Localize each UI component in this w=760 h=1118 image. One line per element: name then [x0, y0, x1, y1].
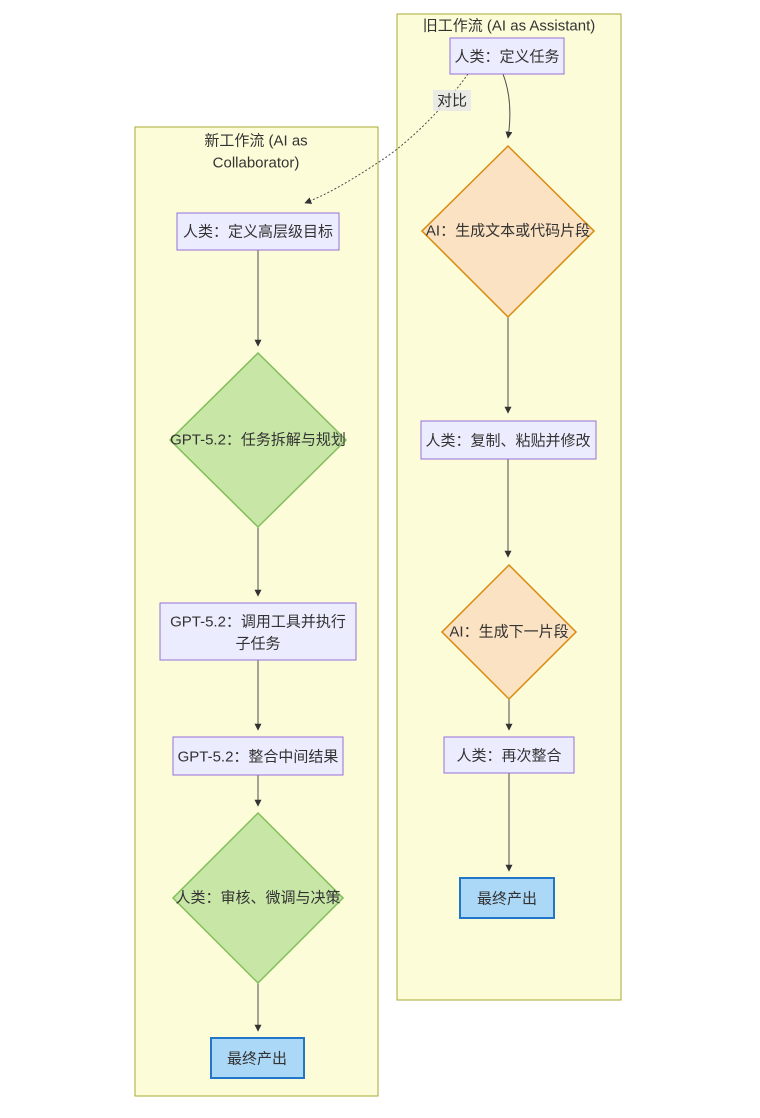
node-reintegrate-shape [443, 736, 575, 774]
node-generate-next-label: AI：生成下一片段 [449, 624, 568, 641]
node-decompose-plan-label: GPT-5.2：任务拆解与规划 [170, 432, 346, 449]
edge-comparison-dotted [304, 73, 469, 204]
node-final-output-old-shape [459, 877, 555, 919]
node-generate-snippet-shape [420, 144, 596, 319]
node-generate-next: AI：生成下一片段 [440, 563, 578, 701]
node-define-task: 人类：定义任务 [449, 37, 565, 75]
node-copy-paste-modify-shape [420, 420, 597, 460]
node-call-tools-shape [159, 602, 357, 661]
node-define-goal-shape [176, 212, 340, 251]
node-decompose-plan-shape [168, 351, 348, 529]
node-define-task-shape [449, 37, 565, 75]
new-workflow-title-line2: Collaborator) [213, 155, 300, 172]
node-decompose-plan: GPT-5.2：任务拆解与规划 [168, 351, 348, 529]
node-copy-paste-modify: 人类：复制、粘贴并修改 [420, 420, 597, 460]
node-final-output-old: 最终产出 [459, 877, 555, 919]
new-workflow-title-line1: 新工作流 (AI as [204, 133, 307, 150]
node-call-tools-label-line2: 子任务 [235, 636, 280, 653]
node-reintegrate: 人类：再次整合 [443, 736, 575, 774]
node-review-decide-shape [171, 811, 345, 985]
node-define-task-label: 人类：定义任务 [454, 49, 559, 66]
comparison-label-text: 对比 [437, 93, 467, 110]
node-define-goal: 人类：定义高层级目标 [176, 212, 340, 251]
node-integrate-results: GPT-5.2：整合中间结果 [172, 736, 344, 776]
node-call-tools: GPT-5.2：调用工具并执行 子任务 [159, 602, 357, 661]
node-final-output-new-shape [210, 1037, 305, 1079]
node-integrate-results-shape [172, 736, 344, 776]
comparison-label-bg [433, 90, 471, 111]
node-review-decide-label: 人类：审核、微调与决策 [175, 890, 340, 907]
node-copy-paste-modify-label: 人类：复制、粘贴并修改 [425, 432, 590, 450]
node-generate-snippet: AI：生成文本或代码片段 [420, 144, 596, 319]
node-final-output-new-label: 最终产出 [227, 1051, 287, 1068]
node-final-output-old-label: 最终产出 [477, 891, 537, 908]
edge-define-task-to-generate-snippet [502, 73, 513, 139]
comparison-edge-label: 对比 [433, 90, 471, 111]
node-integrate-results-label: GPT-5.2：整合中间结果 [178, 749, 339, 766]
old-workflow-title: 旧工作流 (AI as Assistant) [423, 18, 596, 35]
node-generate-next-shape [440, 563, 578, 701]
node-generate-snippet-label: AI：生成文本或代码片段 [426, 223, 590, 240]
node-review-decide: 人类：审核、微调与决策 [171, 811, 345, 985]
node-call-tools-label-line1: GPT-5.2：调用工具并执行 [170, 614, 346, 631]
node-final-output-new: 最终产出 [210, 1037, 305, 1079]
node-reintegrate-label: 人类：再次整合 [456, 748, 561, 765]
node-define-goal-label: 人类：定义高层级目标 [183, 224, 333, 241]
